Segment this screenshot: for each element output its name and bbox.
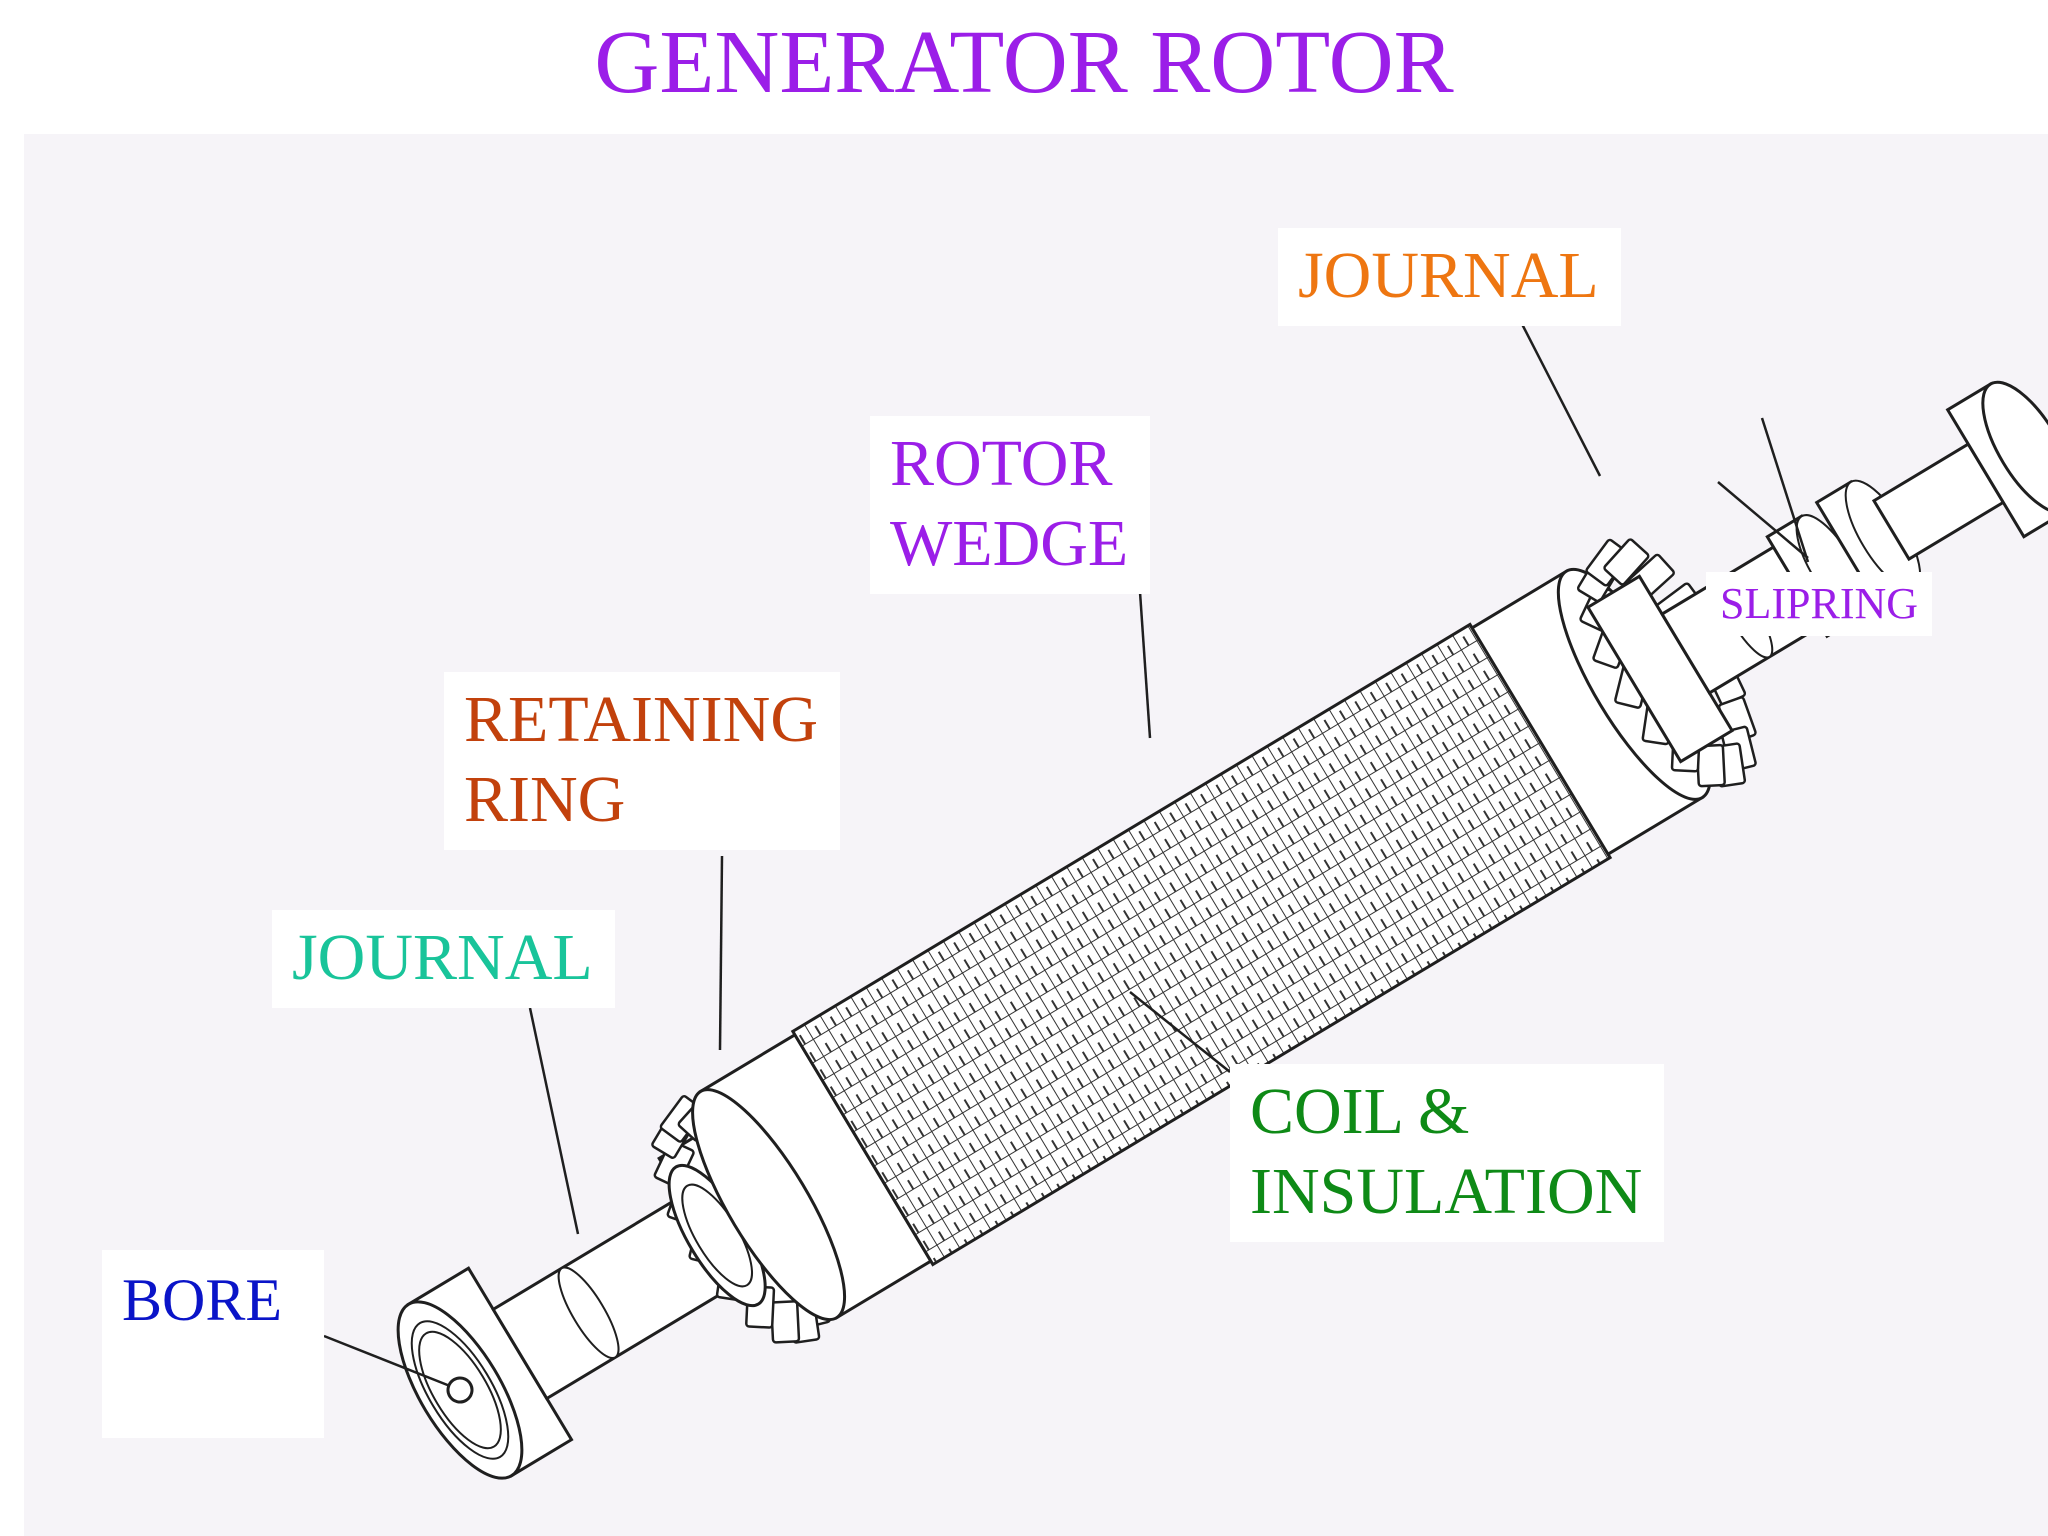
drawing-background: [24, 134, 2048, 1536]
coil-insulation-label: COIL & INSULATION: [1230, 1064, 1665, 1242]
leader-coil-insulation: [1129, 991, 1231, 1073]
right-fan-blade-13: [1603, 538, 1650, 586]
leader-lines: [323, 323, 1810, 1388]
bore-hole: [446, 1376, 474, 1404]
leader-journal-left: [528, 1007, 580, 1235]
left-journal-collar: [557, 1266, 620, 1360]
journal-left-label: JOURNAL: [272, 910, 615, 1008]
bore-label: BORE: [102, 1250, 324, 1438]
journal-right-label: JOURNAL: [1278, 228, 1621, 326]
right-end-hub: [1585, 574, 1735, 764]
rotor-wedge-label: ROTOR WEDGE: [870, 416, 1151, 594]
leader-bore: [323, 1334, 451, 1388]
leader-journal-right: [1520, 323, 1602, 477]
diagram-title: GENERATOR ROTOR: [594, 13, 1454, 112]
leader-retaining-ring: [718, 855, 724, 1051]
left-retaining-ring-face: [691, 1088, 847, 1322]
left-fan-blade-5: [769, 1300, 801, 1344]
slipring-label: SLIPRING: [1706, 572, 1933, 636]
rotor-assembly: [396, 380, 2048, 1480]
rotor-body: [790, 622, 1613, 1267]
right-fan-blade-5: [1695, 743, 1726, 788]
retaining-ring-label: RETAINING RING: [444, 672, 840, 850]
leader-rotor-wedge: [1138, 591, 1152, 739]
leader-slipring-1: [1717, 481, 1809, 559]
leader-slipring-2: [1760, 417, 1810, 563]
right-coupling-face: [1981, 380, 2048, 515]
